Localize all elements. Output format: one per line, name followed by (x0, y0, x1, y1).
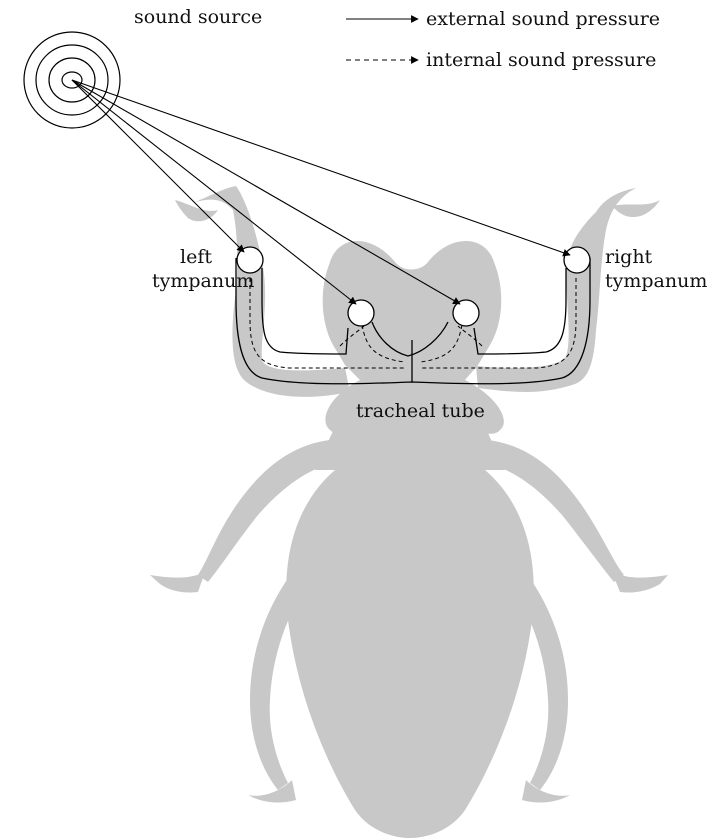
arrow-to-right-tympanum (72, 80, 570, 255)
legend (346, 19, 418, 60)
right-tympanum-label-line1: right (605, 246, 652, 268)
left-inner-tympanum-circle (348, 300, 374, 326)
tracheal-tube-label: tracheal tube (356, 400, 485, 422)
left-tympanum-label-line1: left (180, 246, 212, 268)
legend-external-label: external sound pressure (426, 8, 660, 30)
sound-source-label: sound source (134, 6, 262, 28)
right-tympanum-label-line2: tympanum (605, 270, 707, 292)
legend-internal-label: internal sound pressure (426, 49, 656, 71)
arrow-to-left-tympanum (72, 80, 244, 252)
arrow-to-right-inner-tympanum (72, 80, 460, 304)
right-inner-tympanum-circle (453, 300, 479, 326)
left-tympanum-label-line2: tympanum (152, 270, 254, 292)
right-tympanum-circle (564, 247, 590, 273)
